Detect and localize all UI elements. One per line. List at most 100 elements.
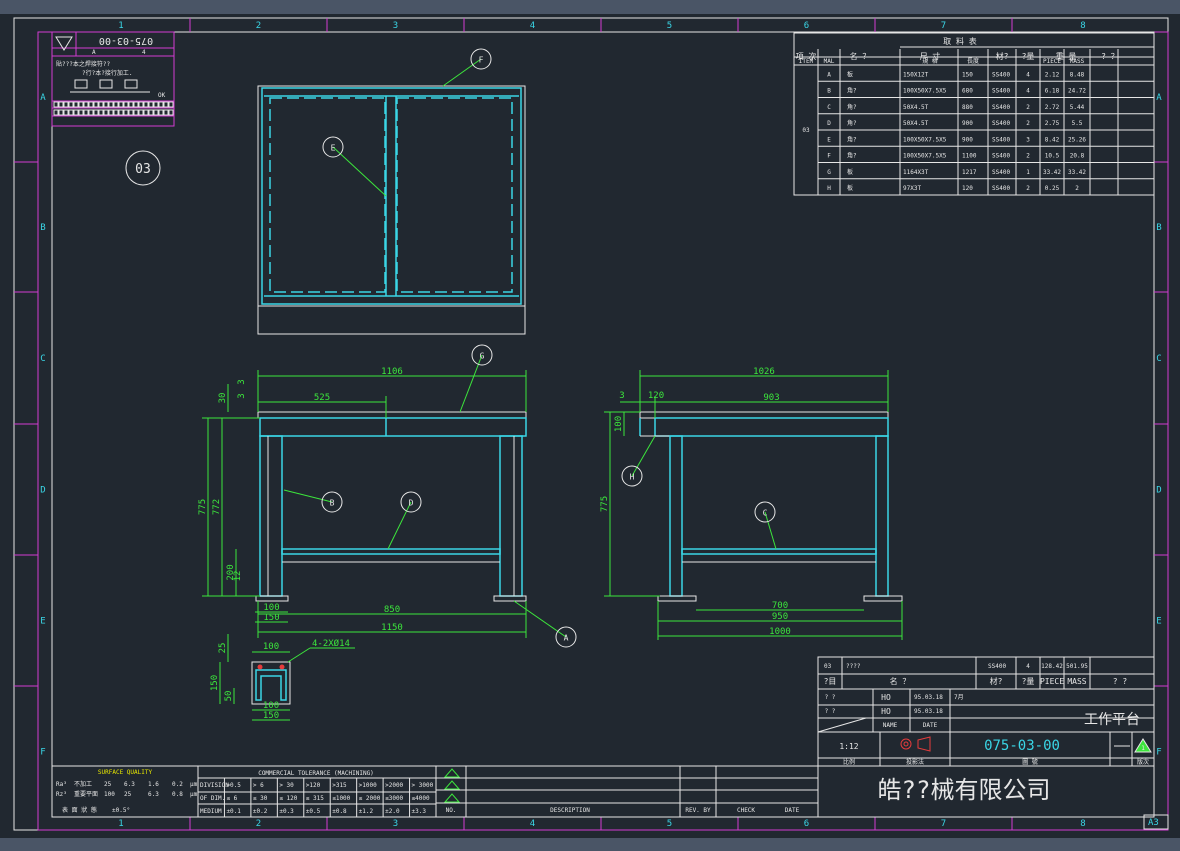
material-length: 880 — [962, 104, 973, 111]
revision-col-2: REV. BY — [685, 807, 711, 814]
material-qty: 4 — [1026, 88, 1030, 95]
tolerance-cell: ≤4000 — [412, 795, 430, 802]
material-item: C — [827, 104, 831, 111]
grid-col-label-top: 7 — [941, 21, 946, 31]
sig1-who: HO — [881, 693, 891, 702]
projection-icon — [900, 738, 912, 750]
grid-row-label-right: C — [1156, 354, 1161, 364]
callout-label-G: G — [480, 352, 485, 361]
tolerance-cell: ≤ 6 — [226, 795, 237, 802]
material-header-1: 材? — [996, 51, 1009, 61]
material-length: 120 — [962, 185, 973, 192]
dim-front-12: 12 — [233, 571, 243, 582]
material-piece: 8.42 — [1045, 136, 1060, 143]
stamp-cell — [153, 101, 159, 108]
grid-col-label-bottom: 3 — [393, 819, 398, 829]
front-view — [255, 411, 527, 602]
material-length: 680 — [962, 88, 973, 95]
tolerance-cell: ≤ 2000 — [359, 795, 381, 802]
material-item: D — [827, 120, 831, 127]
revision-triangle-icon — [1134, 738, 1152, 753]
material-table-title: 取 料 表 — [943, 36, 977, 46]
stamp-cell — [73, 109, 79, 116]
dim-front-100: 100 — [263, 603, 279, 613]
material-header-1: ? ？ — [1101, 52, 1119, 61]
dim-side-1000: 1000 — [769, 627, 791, 637]
leader-F — [442, 58, 482, 87]
stamp-cell — [168, 109, 174, 116]
stamp-cell — [148, 101, 154, 108]
dim-front-150: 150 — [263, 613, 279, 623]
stamp-cell — [78, 109, 84, 116]
dim-front-3b: 3 — [237, 393, 247, 398]
revision-col-4: DATE — [785, 807, 800, 814]
dim-front-200: 200 — [226, 564, 236, 580]
dim-front-772: 772 — [212, 499, 222, 515]
frame-grid-ticks — [14, 18, 1168, 830]
stamp-cell — [123, 109, 129, 116]
tolerance-cell: ±0.1 — [226, 808, 241, 815]
part-number: 03 — [135, 162, 151, 177]
grid-row-label-right: F — [1156, 748, 1161, 758]
tolerance-cell: MEDIUM — [200, 808, 222, 815]
dim-front-3a: 3 — [237, 379, 247, 384]
grid-row-label-left: A — [40, 93, 46, 103]
dim-detail-150: 150 — [210, 675, 220, 691]
material-mass: 8.48 — [1070, 71, 1085, 78]
sig2-role: ? ? — [825, 708, 836, 715]
stamp-cell — [53, 109, 59, 116]
material-name: 角? — [847, 87, 857, 95]
leader-C — [764, 511, 777, 550]
grid-col-label-bottom: 4 — [530, 819, 535, 829]
dim-detail-25: 25 — [218, 643, 228, 654]
material-name: 板 — [847, 70, 853, 78]
top-view — [257, 85, 526, 335]
stamp-small-b: 4 — [142, 49, 146, 56]
surface-r1: 25 — [104, 781, 112, 788]
surface-r2: 6.3 — [148, 791, 159, 798]
material-grade: SS400 — [992, 88, 1010, 95]
material-spec: 50X4.5T — [903, 104, 929, 111]
material-grade: SS400 — [992, 153, 1010, 160]
company-name: 皓??械有限公司 — [878, 776, 1051, 804]
stamp-cell — [68, 109, 74, 116]
stamp-cell — [83, 101, 89, 108]
surface-r1: μm — [190, 781, 198, 788]
material-qty: 4 — [1026, 71, 1030, 78]
material-grade: SS400 — [992, 104, 1010, 111]
material-header-2: MAL — [824, 58, 835, 65]
material-piece: 2.72 — [1045, 104, 1060, 111]
material-piece: 2.12 — [1045, 71, 1060, 78]
grid-row-label-left: E — [40, 617, 45, 627]
material-grade: SS400 — [992, 120, 1010, 127]
material-spec: 100X50X7.5X5 — [903, 136, 947, 143]
stamp-cell — [68, 101, 74, 108]
stamp-cell — [133, 109, 139, 116]
material-length: 900 — [962, 136, 973, 143]
callout-balloon-E — [322, 136, 344, 158]
sig2-who: HO — [881, 707, 891, 716]
grid-col-label-top: 3 — [393, 21, 398, 31]
callout-label-D: D — [409, 499, 414, 508]
material-piece: 6.18 — [1045, 88, 1060, 95]
material-item: H — [827, 185, 831, 192]
stamp-cell — [58, 101, 64, 108]
stamp-code: 075-03-00 — [99, 35, 153, 46]
sig2-date: 95.03.18 — [914, 708, 943, 715]
stamp-cell — [123, 101, 129, 108]
stamp-cell — [98, 101, 104, 108]
title-header: PIECE — [1040, 677, 1064, 686]
grid-col-label-top: 5 — [667, 21, 672, 31]
drawing-title: 工作平台 — [1084, 712, 1140, 728]
stamp-cell — [103, 101, 109, 108]
material-piece: 2.75 — [1045, 120, 1060, 127]
material-name: 角? — [847, 152, 857, 160]
dim-detail-50: 50 — [224, 691, 234, 702]
tolerance-cell: ±2.0 — [385, 808, 400, 815]
material-header-2: PIECE — [1043, 58, 1061, 65]
dimension-lines — [202, 370, 903, 721]
